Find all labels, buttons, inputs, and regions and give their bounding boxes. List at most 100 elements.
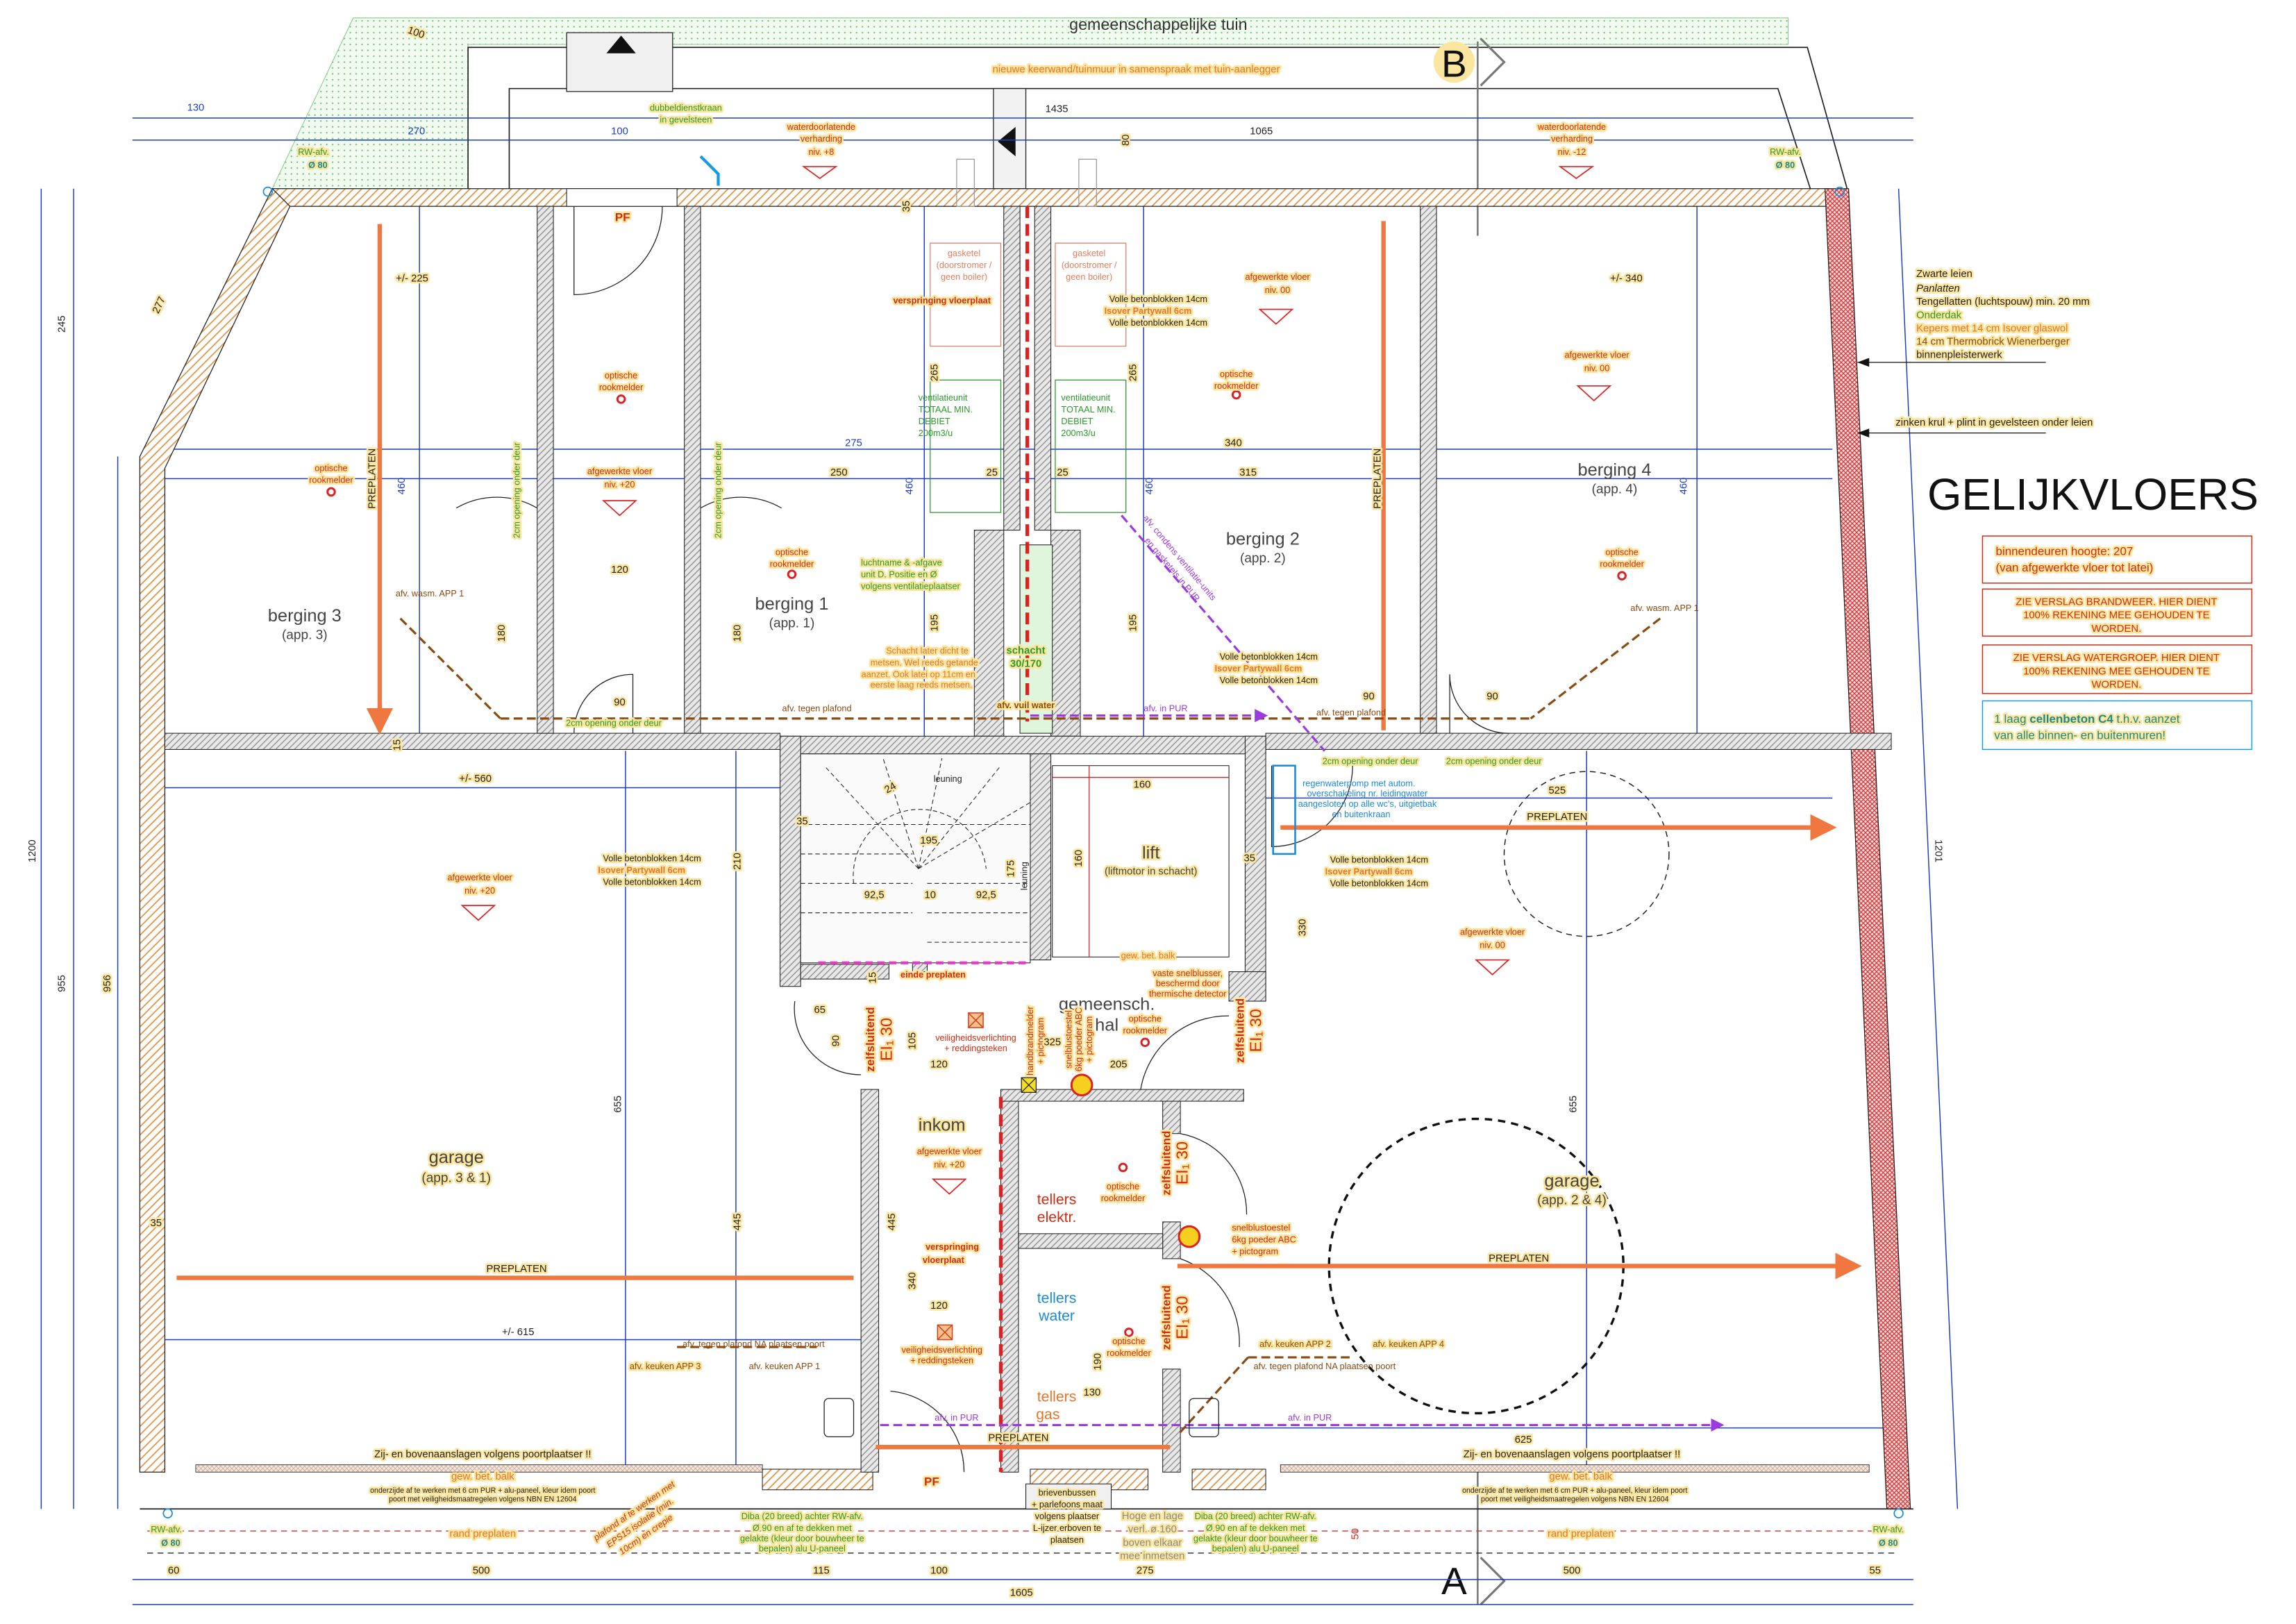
turning-circle [1503,771,1670,937]
svg-text:hal: hal [1095,1015,1118,1035]
svg-text:afgewerkte vloer: afgewerkte vloer [1245,271,1310,282]
svg-text:optische: optische [605,370,637,380]
svg-text:105: 105 [907,1032,919,1050]
svg-text:plaatsen: plaatsen [1050,1534,1084,1545]
svg-text:Isover Partywall 6cm: Isover Partywall 6cm [1215,663,1302,673]
svg-text:30/170: 30/170 [1010,659,1041,670]
svg-text:Onderdak: Onderdak [1916,310,1962,321]
svg-text:dubbeldienstkraan: dubbeldienstkraan [650,102,722,112]
svg-text:afgewerkte vloer: afgewerkte vloer [447,872,512,882]
svg-text:Volle betonblokken 14cm: Volle betonblokken 14cm [1220,675,1318,685]
svg-text:175: 175 [1006,860,1017,878]
svg-text:gelakte (kleur door bouwheer t: gelakte (kleur door bouwheer te [740,1533,864,1543]
fire-alarm-button-icon [1021,1077,1037,1093]
svg-text:unit D. Positie en Ø: unit D. Positie en Ø [861,569,937,579]
svg-text:volgens ventilatieplaatser: volgens ventilatieplaatser [861,580,960,591]
emergency-light-icon [937,1012,984,1341]
room-berging-2: berging 2 [1226,530,1300,549]
svg-text:245: 245 [56,315,67,333]
drawing-title: GELIJKVLOERS [1927,470,2259,519]
room-meters-electric: tellers [1037,1191,1077,1207]
svg-text:einde preplaten: einde preplaten [900,969,966,980]
svg-text:655: 655 [613,1096,624,1113]
section-line: B A [1433,37,1506,1606]
svg-text:956: 956 [102,975,113,992]
svg-text:snelblustoestel: snelblustoestel [1063,1010,1073,1069]
svg-text:Zij- en bovenaanslagen volgens: Zij- en bovenaanslagen volgens poortplaa… [374,1449,591,1460]
svg-text:+ parlefoons maat: + parlefoons maat [1032,1499,1103,1509]
svg-text:rookmelder: rookmelder [1214,380,1259,391]
svg-text:(doorstromer /: (doorstromer / [937,260,992,270]
room-berging-1: berging 1 [755,594,828,614]
svg-text:niv. 00: niv. 00 [1480,940,1505,951]
svg-text:ventilatieunit: ventilatieunit [919,392,968,403]
svg-text:130: 130 [187,102,205,113]
svg-text:niv. -12: niv. -12 [1558,147,1586,157]
svg-text:+/- 560: +/- 560 [459,773,492,785]
svg-text:Ø 80: Ø 80 [1776,160,1795,170]
svg-text:water: water [1038,1308,1075,1324]
svg-text:afgewerkte vloer: afgewerkte vloer [1460,927,1525,937]
svg-text:afv. keuken APP 3: afv. keuken APP 3 [630,1361,701,1371]
svg-text:445: 445 [732,1214,743,1231]
svg-text:655: 655 [1568,1096,1579,1113]
svg-text:TOTAAL MIN.: TOTAAL MIN. [919,404,973,415]
svg-text:+/- 225: +/- 225 [396,273,428,284]
svg-text:RW-afv.: RW-afv. [1873,1524,1904,1534]
interior-walls [164,206,1892,1473]
building-shell [139,187,1913,1554]
room-labels: berging 3 (app. 3) berging 1 (app. 1) be… [268,460,1652,1423]
svg-text:EI₁ 30: EI₁ 30 [1173,1296,1191,1339]
room-garage-right: garage [1544,1171,1599,1191]
svg-text:15: 15 [392,739,403,751]
svg-text:volgens plaatser: volgens plaatser [1035,1511,1100,1521]
svg-text:onderzijde af te werken met 6: onderzijde af te werken met 6 cm PUR + a… [370,1487,595,1495]
svg-text:rand preplaten: rand preplaten [449,1529,516,1540]
svg-text:verharding: verharding [801,133,842,144]
svg-text:optische: optische [1107,1181,1139,1191]
svg-text:90: 90 [1486,691,1498,702]
svg-text:275: 275 [845,438,862,449]
section-mark-a: A [1441,1559,1467,1602]
equipment-outlines [930,158,1127,513]
svg-text:35: 35 [150,1218,161,1229]
svg-text:waterdoorlatende: waterdoorlatende [1537,122,1606,132]
svg-text:leuning: leuning [1019,862,1030,890]
doors [455,206,1509,1473]
svg-text:geen boiler): geen boiler) [1066,271,1112,282]
svg-text:mee inmetsen: mee inmetsen [1120,1550,1184,1562]
svg-text:35: 35 [796,817,808,828]
svg-text:Volle betonblokken 14cm: Volle betonblokken 14cm [603,876,701,887]
svg-text:+ reddingsteken: + reddingsteken [910,1355,973,1365]
room-common-hall: gemeensch. [1059,995,1155,1014]
svg-text:2cm opening onder deur: 2cm opening onder deur [1323,756,1418,767]
svg-text:niv. +8: niv. +8 [808,147,834,157]
svg-text:rookmelder: rookmelder [1101,1193,1146,1203]
svg-text:aangesloten op alle wc's, uitg: aangesloten op alle wc's, uitgietbak [1298,798,1437,809]
svg-text:boven elkaar: boven elkaar [1123,1537,1182,1548]
svg-text:2cm opening onder deur: 2cm opening onder deur [566,717,662,728]
svg-text:Volle betonblokken 14cm: Volle betonblokken 14cm [1109,294,1207,304]
svg-text:bepalen) alu U-paneel: bepalen) alu U-paneel [1212,1543,1299,1554]
svg-text:geen boiler): geen boiler) [941,271,987,282]
svg-text:gew. bet. balk: gew. bet. balk [1549,1471,1612,1482]
svg-text:340: 340 [1225,438,1242,449]
svg-text:100% REKENING MEE GEHOUDEN TE: 100% REKENING MEE GEHOUDEN TE [2023,666,2209,677]
svg-text:15: 15 [867,972,878,984]
section-chevron-icon [1480,1557,1506,1606]
svg-text:Isover Partywall 6cm: Isover Partywall 6cm [1325,867,1413,877]
svg-text:200m3/u: 200m3/u [919,428,953,438]
svg-text:130: 130 [1084,1387,1101,1398]
svg-text:Ø 90 en af te dekken met: Ø 90 en af te dekken met [1206,1523,1305,1533]
svg-text:160: 160 [1073,850,1084,867]
svg-text:180: 180 [732,625,743,642]
svg-text:195: 195 [1128,614,1139,632]
staircase [800,753,1031,964]
svg-text:1 laag cellenbeton C4 t.h.v. a: 1 laag cellenbeton C4 t.h.v. aanzet [1994,712,2179,726]
lift-shaft [1052,765,1230,957]
svg-text:afv. keuken APP 1: afv. keuken APP 1 [749,1361,821,1371]
svg-text:gasketel: gasketel [948,248,980,258]
note-box-door-height: binnendeuren hoogte: 207 (van afgewerkte… [1981,535,2253,584]
svg-text:1200: 1200 [27,839,38,862]
